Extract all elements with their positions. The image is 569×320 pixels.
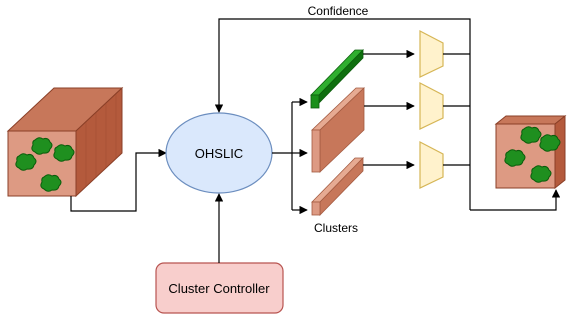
cluster-3-side <box>319 157 364 216</box>
input-cube-icon <box>6 86 124 198</box>
output-blobs <box>504 126 561 183</box>
green-blob-icon <box>15 153 37 171</box>
ohslic-label: OHSLIC <box>195 146 243 161</box>
green-blob-icon <box>504 149 526 167</box>
green-blob-icon <box>31 137 53 155</box>
green-blob-icon <box>539 134 561 152</box>
connector-input-to-ohslic <box>70 148 167 212</box>
cluster-controller-node: Cluster Controller <box>155 262 284 314</box>
cluster-controller-label: Cluster Controller <box>168 281 270 296</box>
cluster-3-front <box>311 201 321 216</box>
classifier-merge-connectors <box>443 44 561 211</box>
cluster-2-front <box>311 129 321 173</box>
cluster-fanout-connectors <box>272 97 308 215</box>
green-blob-icon <box>53 144 75 162</box>
connector-confidence-feedback <box>214 18 471 113</box>
green-blob-icon <box>520 126 542 144</box>
input-cube-stripes <box>85 94 117 187</box>
connector-to-output-cube <box>470 189 561 211</box>
trapezoid-classifier-icon <box>419 141 444 189</box>
output-cube-top <box>494 115 567 125</box>
classifiers <box>419 30 444 189</box>
cluster-slab-3 <box>311 157 364 216</box>
input-blobs <box>15 137 75 192</box>
ohslic-node: OHSLIC <box>165 112 273 194</box>
green-blob-icon <box>530 165 552 183</box>
output-cube-icon <box>494 114 567 190</box>
cluster-1-front <box>310 94 320 109</box>
cluster-to-classifier-connectors <box>363 49 415 170</box>
green-blob-icon <box>40 174 62 192</box>
cluster-slab-green <box>310 49 364 109</box>
trapezoid-classifier-icon <box>419 30 444 78</box>
confidence-label: Confidence <box>308 4 369 18</box>
trapezoid-classifier-icon <box>419 82 444 130</box>
clusters-label: Clusters <box>314 221 358 235</box>
output-cube-side <box>554 114 566 190</box>
cluster-slab-2 <box>311 87 365 173</box>
